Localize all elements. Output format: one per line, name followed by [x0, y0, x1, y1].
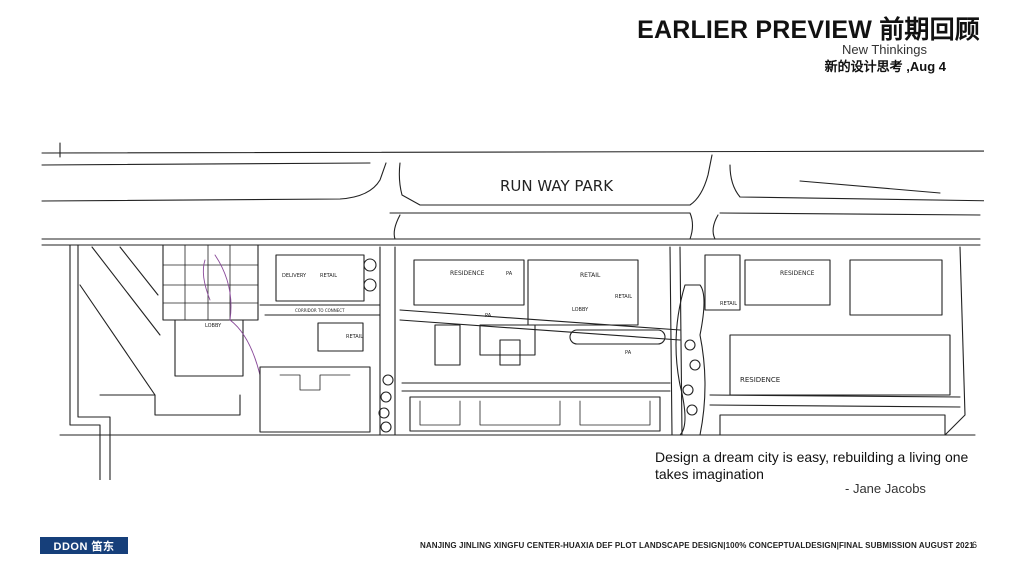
retail-label: RETAIL	[320, 273, 337, 279]
quote-author: - Jane Jacobs	[845, 481, 926, 496]
retail-label: RETAIL	[615, 294, 632, 300]
tree	[380, 391, 392, 403]
road-line	[799, 180, 941, 194]
building-block	[259, 366, 371, 433]
road-line	[398, 154, 713, 206]
lobby-label: LOBBY	[205, 323, 222, 329]
site-boundary	[944, 246, 966, 436]
design-quote: Design a dream city is easy, rebuilding …	[655, 449, 969, 482]
road-line	[712, 214, 719, 240]
site-boundary	[77, 244, 111, 480]
park-label: RUN WAY PARK	[500, 177, 614, 195]
retail-label: RETAIL	[580, 272, 601, 279]
building-block	[409, 396, 661, 432]
tree	[686, 404, 698, 416]
road-line	[709, 394, 961, 408]
retail-label: RETAIL	[346, 334, 363, 340]
tree	[363, 258, 377, 272]
pa-label: PA	[625, 350, 632, 356]
connect-label: CORRIDOR TO CONNECT	[295, 308, 345, 313]
tree	[363, 278, 377, 292]
building-block	[434, 324, 461, 366]
building-block	[317, 322, 364, 352]
page-date-line: 新的设计思考 ,Aug 4	[824, 59, 946, 74]
road-line	[99, 394, 241, 416]
road-line	[91, 246, 161, 336]
road-line	[393, 214, 401, 240]
road-line	[401, 382, 671, 392]
building-block	[479, 324, 536, 356]
tree	[689, 359, 701, 371]
footer-project-info: NANJING JINLING XINGFU CENTER-HUAXIA DEF…	[420, 541, 974, 550]
pa-label: PA	[485, 313, 492, 319]
road-line	[379, 246, 396, 436]
residence-building	[413, 259, 525, 306]
road-line	[41, 162, 371, 166]
parking-loop	[569, 329, 666, 345]
residence-label: RESIDENCE	[450, 270, 485, 277]
page-number: 6	[972, 540, 978, 550]
page-title: EARLIER PREVIEW 前期回顾	[637, 16, 980, 44]
tree	[682, 384, 694, 396]
road-line	[389, 212, 694, 240]
grid-plaza	[162, 244, 259, 321]
lobby-label: LOBBY	[572, 307, 589, 313]
building-block	[729, 334, 951, 396]
building-block	[719, 414, 946, 436]
page-subtitle: New Thinkings	[841, 42, 927, 57]
site-boundary	[69, 244, 101, 480]
tree	[378, 407, 390, 419]
company-logo: DDON 笛东	[40, 537, 128, 554]
residence-label: RESIDENCE	[740, 376, 780, 384]
building-block	[499, 339, 521, 366]
delivery-label: DELIVERY	[282, 273, 307, 279]
road-line	[41, 162, 387, 202]
road-line	[669, 246, 683, 436]
road-line	[119, 246, 159, 296]
building-block	[275, 254, 365, 302]
tree	[382, 374, 394, 386]
building-block	[704, 254, 741, 311]
road-line	[719, 212, 981, 216]
road-line	[399, 309, 681, 341]
tree	[380, 421, 392, 433]
road-line	[729, 164, 984, 202]
road-line	[79, 284, 156, 396]
pa-label: PA	[506, 271, 513, 277]
residence-building	[744, 259, 831, 306]
site-plan-sketch: RUN WAY PARK RESIDENCE RESIDENCE RESIDEN…	[41, 142, 984, 480]
retail-building	[527, 259, 639, 326]
residence-label: RESIDENCE	[780, 270, 815, 277]
building-block	[849, 259, 943, 316]
road-line	[41, 150, 984, 154]
retail-label: RETAIL	[720, 301, 737, 307]
tree	[684, 339, 696, 351]
